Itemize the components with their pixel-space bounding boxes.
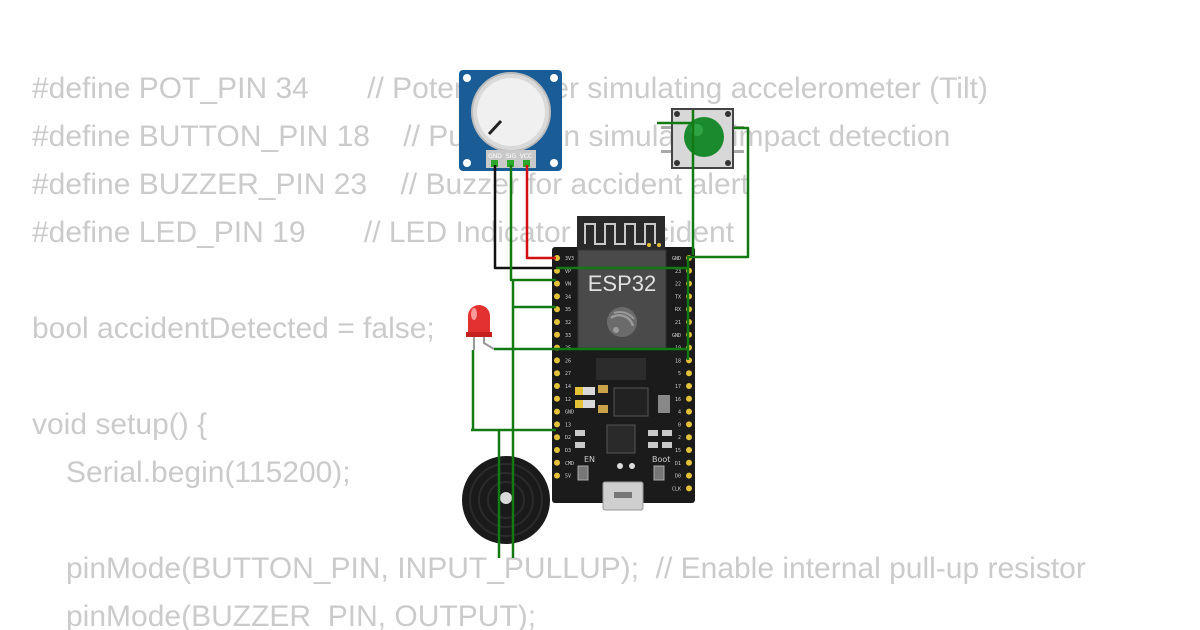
right-pin[interactable]: [686, 447, 692, 453]
right-pin[interactable]: [686, 408, 692, 415]
pushbutton[interactable]: [661, 108, 744, 169]
right-pin[interactable]: [686, 421, 692, 428]
left-pin-label: D2: [565, 435, 571, 441]
right-pin[interactable]: [686, 383, 692, 389]
right-pin-label: TX: [675, 294, 681, 300]
right-pin-label: RX: [675, 307, 681, 313]
right-pin-label: 15: [675, 448, 681, 454]
left-pin-label: 13: [565, 422, 571, 428]
code-line: void setup() {: [32, 408, 208, 441]
potentiometer[interactable]: GND SIG VCC: [459, 70, 562, 171]
left-pin-label: 5V: [565, 474, 571, 480]
left-pin-label: GND: [565, 410, 574, 416]
board-name-label: ESP32: [588, 271, 657, 296]
left-pin[interactable]: [554, 421, 560, 428]
left-pin[interactable]: [554, 255, 560, 261]
right-pin[interactable]: [686, 485, 692, 492]
pot-pin-label-sig: SIG: [506, 153, 517, 160]
red-led[interactable]: [466, 305, 495, 350]
right-pin[interactable]: [686, 434, 692, 441]
left-pin[interactable]: [554, 293, 560, 300]
left-pin[interactable]: [554, 280, 560, 287]
left-pin[interactable]: [554, 383, 560, 389]
left-pin-label: 12: [565, 397, 571, 403]
code-line: pinMode(BUTTON_PIN, INPUT_PULLUP); // En…: [66, 552, 1086, 585]
left-pin-label: VN: [565, 282, 571, 288]
en-button[interactable]: [577, 465, 589, 481]
right-pin-label: D1: [675, 461, 681, 467]
left-pin-label: 3V3: [565, 256, 574, 262]
boot-label: Boot: [652, 455, 670, 464]
right-pin-label: CLK: [672, 486, 681, 492]
left-pin[interactable]: [554, 357, 560, 364]
left-pin[interactable]: [554, 459, 560, 466]
left-pin-label: 27: [565, 371, 571, 377]
right-pin[interactable]: [686, 395, 692, 402]
right-pin-label: GND: [672, 333, 681, 339]
right-pin-label: 22: [675, 282, 681, 288]
left-pin-label: D3: [565, 448, 571, 454]
left-pin-label: CMD: [565, 461, 574, 467]
code-line: pinMode(BUZZER_PIN, OUTPUT);: [66, 600, 537, 630]
right-pin-label: 18: [675, 358, 681, 364]
pot-pin-label-gnd: GND: [488, 153, 502, 160]
right-pin-label: 5: [678, 371, 681, 377]
right-pin-label: 2: [678, 435, 681, 441]
left-pin[interactable]: [554, 447, 560, 453]
left-pin[interactable]: [554, 267, 560, 274]
left-pin-label: 32: [565, 320, 571, 326]
left-pin-label: 34: [565, 294, 571, 300]
left-pin-label: 14: [565, 384, 571, 390]
right-pin-label: GND: [672, 256, 681, 262]
espressif-logo-icon: [607, 307, 637, 337]
buzzer[interactable]: [462, 456, 550, 544]
left-pin-label: 26: [565, 358, 571, 364]
pot-pin-label-vcc: VCC: [520, 153, 532, 160]
left-pin[interactable]: [554, 434, 560, 441]
boot-button[interactable]: [653, 465, 665, 481]
right-pin-label: 23: [675, 269, 681, 275]
right-pin-label: 0: [678, 422, 681, 428]
left-pin-label: VP: [565, 269, 571, 275]
knob-indicator: [487, 119, 503, 136]
left-pin-label: 33: [565, 333, 571, 339]
right-pin-label: D0: [675, 474, 681, 480]
right-pin-label: 21: [675, 320, 681, 326]
left-pin-label: 35: [565, 307, 571, 313]
left-pin[interactable]: [554, 472, 560, 479]
potentiometer-knob[interactable]: [477, 78, 545, 146]
code-line: bool accidentDetected = false;: [32, 312, 435, 345]
left-pin[interactable]: [554, 319, 560, 325]
en-label: EN: [584, 455, 595, 464]
left-pin[interactable]: [554, 370, 560, 377]
code-line: Serial.begin(115200);: [66, 456, 351, 489]
left-pin[interactable]: [554, 331, 560, 338]
right-pin[interactable]: [686, 472, 692, 479]
right-pin-label: 4: [678, 410, 681, 416]
right-pin[interactable]: [686, 370, 692, 377]
code-line: #define BUZZER_PIN 23 // Buzzer for acci…: [32, 168, 749, 201]
right-pin[interactable]: [686, 459, 692, 466]
right-pin-label: 16: [675, 397, 681, 403]
wires: [471, 110, 750, 558]
right-pin-label: 17: [675, 384, 681, 390]
left-pin[interactable]: [554, 395, 560, 402]
left-pin[interactable]: [554, 408, 560, 415]
